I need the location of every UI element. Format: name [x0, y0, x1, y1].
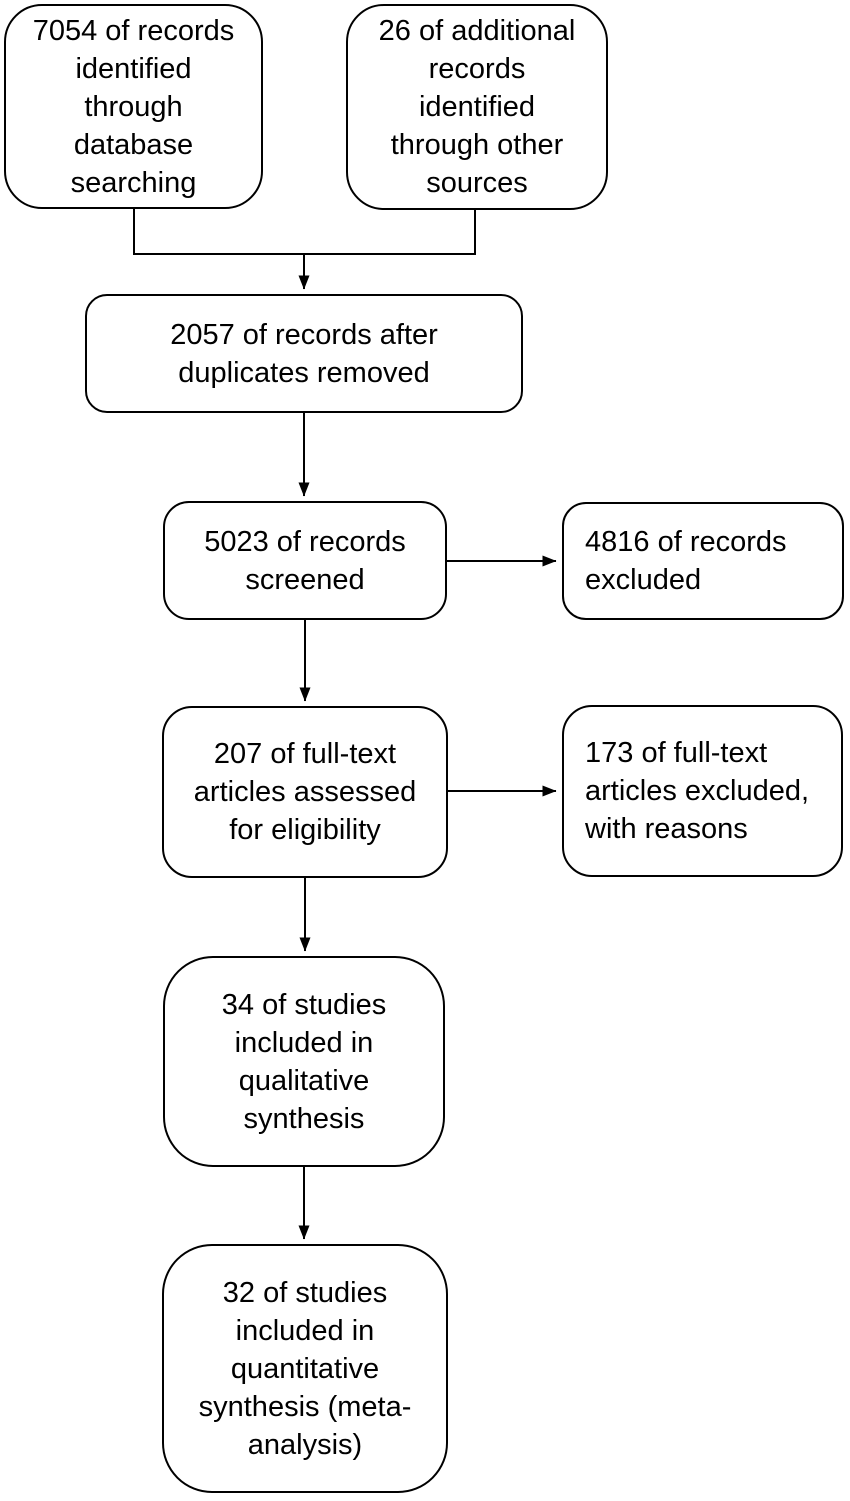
node-quantitative-synthesis-label: 32 of studies included in quantitative s… [198, 1276, 412, 1461]
node-fulltext-excluded: 173 of full-text articles excluded, with… [562, 705, 843, 877]
node-records-screened: 5023 of records screened [163, 501, 447, 620]
node-quantitative-synthesis: 32 of studies included in quantitative s… [162, 1244, 448, 1493]
node-qualitative-synthesis-label: 34 of studies included in qualitative sy… [221, 988, 387, 1135]
node-fulltext-assessed-label: 207 of full-text articles assessed for e… [193, 738, 417, 846]
node-records-identified-database: 7054 of records identified through datab… [4, 4, 263, 209]
node-records-after-duplicates-label: 2057 of records after duplicates removed [170, 318, 438, 389]
node-fulltext-excluded-label: 173 of full-text articles excluded, with… [585, 737, 810, 845]
node-records-identified-other-sources-label: 26 of additional records identified thro… [378, 15, 576, 199]
node-records-identified-database-label: 7054 of records identified through datab… [32, 14, 235, 199]
node-records-after-duplicates: 2057 of records after duplicates removed [85, 294, 523, 413]
node-records-excluded-label: 4816 of records excluded [585, 526, 787, 596]
node-qualitative-synthesis: 34 of studies included in qualitative sy… [163, 956, 445, 1167]
node-records-screened-label: 5023 of records screened [204, 525, 406, 596]
node-records-excluded: 4816 of records excluded [562, 502, 844, 620]
node-fulltext-assessed: 207 of full-text articles assessed for e… [162, 706, 448, 878]
connector-merge-line [133, 208, 476, 255]
node-records-identified-other-sources: 26 of additional records identified thro… [346, 4, 608, 210]
